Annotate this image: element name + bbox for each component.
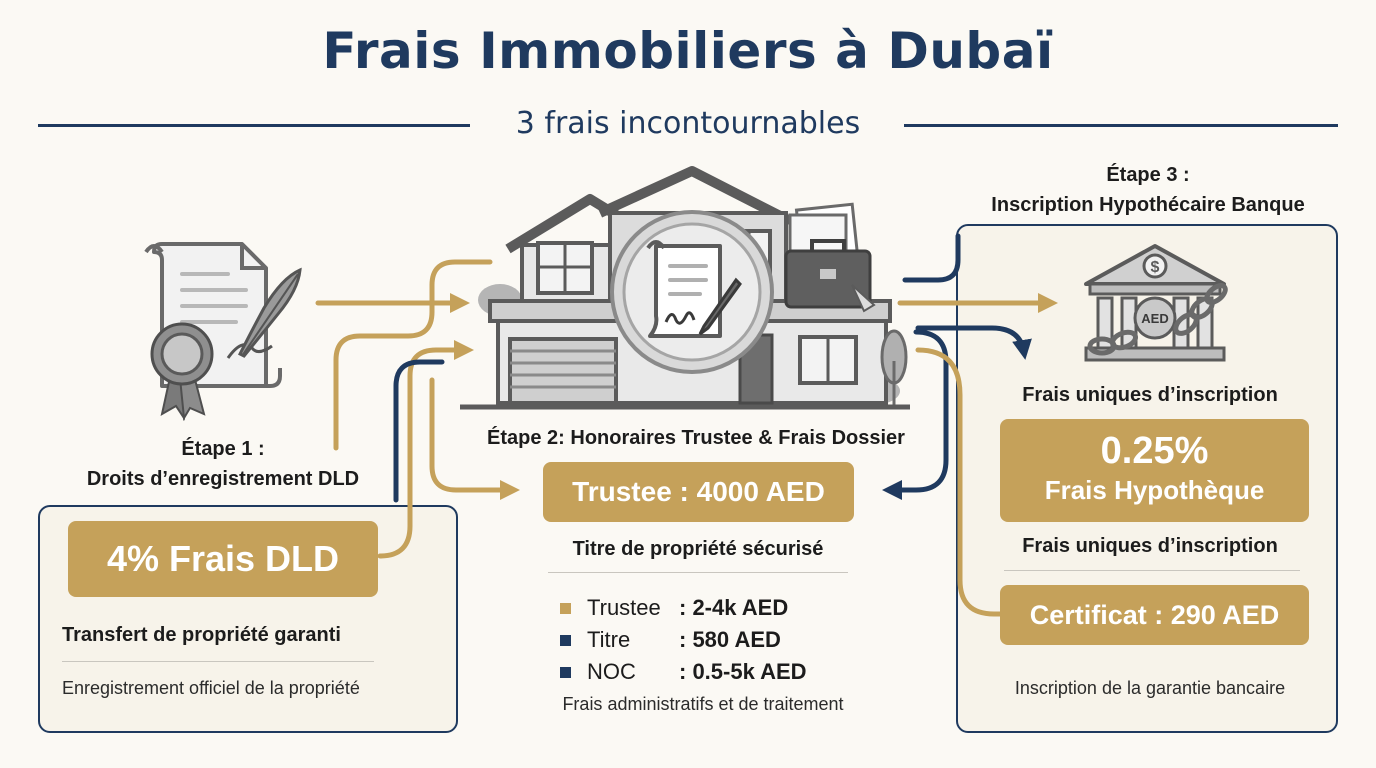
step1-label: Étape 1 : Droits d’enregistrement DLD — [60, 434, 386, 494]
step1-fee-box: 4% Frais DLD — [68, 521, 378, 597]
bank-with-chain-icon: $ AED — [1084, 244, 1228, 362]
step1-label-line1: Étape 1 : — [181, 438, 265, 460]
step2-divider — [548, 572, 848, 573]
signed-document-icon — [610, 210, 774, 374]
step2-item-label: NOC — [587, 659, 636, 684]
bank-badge: AED — [1141, 311, 1168, 326]
step3-fee-box: 0.25% Frais Hypothèque — [1000, 419, 1309, 522]
step2-headline: Titre de propriété sécurisé — [572, 538, 824, 560]
step2-note: Frais administratifs et de traitement — [562, 694, 844, 714]
navy-square-icon — [560, 666, 571, 678]
step2-fee-list: Trustee : 2-4k AED Titre : 580 AED NOC :… — [560, 592, 860, 688]
step3-label-line2: Inscription Hypothécaire Banque — [991, 194, 1305, 216]
arrow-from-right-to-trustee — [882, 329, 949, 500]
step3-caption-mid: Frais uniques d’inscription — [1022, 535, 1278, 557]
svg-text:$: $ — [1151, 259, 1160, 276]
step1-headline: Transfert de propriété garanti — [62, 624, 341, 646]
step2-item-value: : 580 AED — [679, 627, 781, 652]
step3-certificate-box: Certificat : 290 AED — [1000, 585, 1309, 645]
page-subtitle: 3 frais incontournables — [515, 106, 861, 141]
step3-fee-rate: 0.25% — [1100, 430, 1209, 472]
step1-note: Enregistrement officiel de la propriété — [62, 678, 360, 698]
step1-divider — [62, 661, 374, 662]
arrow-house-to-certificate — [915, 347, 1005, 617]
step3-label: Étape 3 : Inscription Hypothécaire Banqu… — [960, 160, 1336, 220]
arrow-house-to-caption — [915, 325, 1032, 360]
arrow-house-to-panel3 — [902, 233, 961, 283]
gold-square-icon — [560, 602, 571, 614]
step3-note: Inscription de la garantie bancaire — [1014, 678, 1286, 698]
navy-square-icon — [560, 634, 571, 646]
step2-item-noc: NOC : 0.5-5k AED — [560, 656, 860, 688]
arrow-left-upper — [333, 259, 493, 451]
step2-item-label: Titre — [587, 627, 631, 652]
step3-label-line1: Étape 3 : — [1106, 164, 1190, 186]
page-title: Frais Immobiliers à Dubaï — [322, 22, 1054, 80]
step1-label-line2: Droits d’enregistrement DLD — [86, 468, 360, 490]
arrow-to-trustee — [429, 377, 520, 500]
step2-item-label: Trustee — [587, 595, 661, 620]
step2-item-value: : 2-4k AED — [679, 595, 789, 620]
step2-label: Étape 2: Honoraires Trustee & Frais Doss… — [487, 427, 905, 449]
step2-fee-box: Trustee : 4000 AED — [543, 462, 854, 522]
subtitle-rule-right — [904, 124, 1338, 127]
step3-divider — [1004, 570, 1300, 571]
step2-item-trustee: Trustee : 2-4k AED — [560, 592, 860, 624]
subtitle-rule-left — [38, 124, 470, 127]
step2-item-value: : 0.5-5k AED — [679, 659, 807, 684]
arrow-dld-box-to-house — [377, 340, 474, 559]
step3-caption-top: Frais uniques d’inscription — [1022, 384, 1278, 406]
step2-item-titre: Titre : 580 AED — [560, 624, 860, 656]
arrow-panel-to-house — [393, 359, 445, 503]
contract-with-seal-icon — [144, 242, 302, 422]
step3-fee-label: Frais Hypothèque — [1044, 475, 1265, 505]
